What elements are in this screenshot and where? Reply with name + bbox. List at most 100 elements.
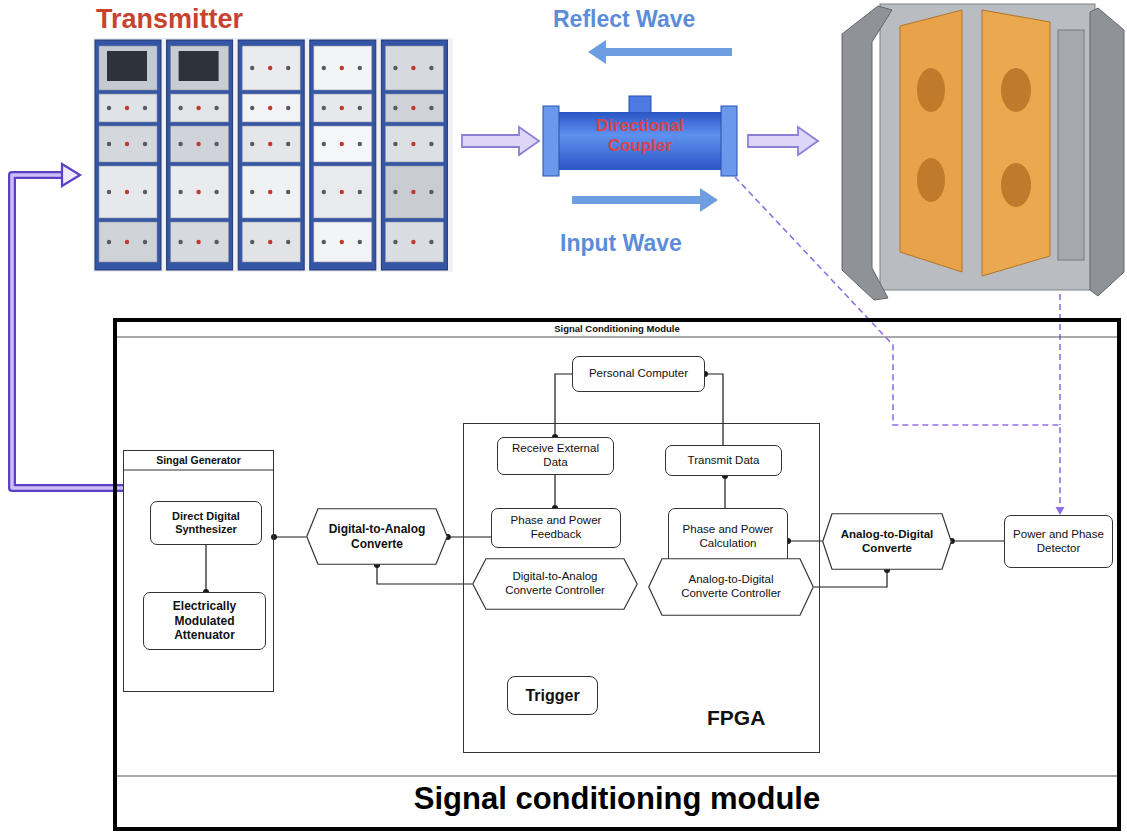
node-label: Direct Digital Synthesizer bbox=[156, 510, 256, 536]
flow-line bbox=[205, 545, 206, 592]
hexagon-shape bbox=[307, 509, 448, 565]
rack-knob bbox=[358, 106, 362, 110]
rack-unit bbox=[314, 46, 372, 90]
process-box: Phase and Power Calculation bbox=[668, 508, 788, 565]
module-header-rule bbox=[117, 337, 1117, 338]
rack-knob bbox=[250, 142, 254, 146]
rack-knob bbox=[125, 190, 129, 194]
hexagon-shape bbox=[823, 514, 952, 570]
antenna-port bbox=[917, 68, 945, 112]
node-label: Phase and Power Feedback bbox=[497, 514, 615, 542]
rack-knob bbox=[286, 240, 290, 244]
rack-frame bbox=[310, 40, 376, 270]
rack-knob bbox=[340, 142, 344, 146]
rack-unit bbox=[314, 126, 372, 162]
rack-knob bbox=[196, 106, 200, 110]
process-box: Trigger bbox=[507, 676, 598, 715]
rack-knob bbox=[268, 190, 272, 194]
rack-unit bbox=[99, 166, 157, 218]
rack-knob bbox=[393, 190, 397, 194]
antenna-frame bbox=[880, 4, 1095, 290]
rack-knob bbox=[178, 106, 182, 110]
rack-unit bbox=[314, 222, 372, 262]
component-label: Directional Coupler bbox=[583, 116, 697, 157]
rack-knob bbox=[107, 240, 111, 244]
connector bbox=[814, 567, 890, 587]
rack-knob bbox=[250, 190, 254, 194]
hexagon-shape bbox=[649, 559, 814, 616]
rack-frame bbox=[167, 40, 233, 270]
connector bbox=[12, 164, 123, 488]
rack-unit bbox=[385, 126, 443, 162]
module-title: Signal Conditioning Module bbox=[117, 323, 1117, 334]
rack-frame bbox=[238, 40, 304, 270]
rack-knob bbox=[322, 66, 326, 70]
node-label: Receive External Data bbox=[503, 442, 608, 470]
rack-knob bbox=[393, 142, 397, 146]
rack-knob bbox=[322, 106, 326, 110]
wave-label: Input Wave bbox=[560, 230, 682, 257]
flow-line bbox=[448, 536, 491, 537]
rack-knob bbox=[411, 66, 415, 70]
connector bbox=[722, 473, 728, 508]
node-label: Digital-to-Analog Converte bbox=[322, 522, 432, 551]
rack-knob bbox=[143, 142, 147, 146]
antenna-port bbox=[1001, 163, 1031, 207]
rack-knob bbox=[322, 190, 326, 194]
connector bbox=[949, 538, 1004, 544]
rack-knob bbox=[107, 142, 111, 146]
rack-knob bbox=[411, 142, 415, 146]
connector bbox=[203, 545, 209, 595]
flow-line bbox=[555, 374, 572, 437]
component-heading: Transmitter bbox=[96, 3, 243, 35]
rack-knob bbox=[125, 106, 129, 110]
rack-knob bbox=[393, 240, 397, 244]
rack-knob bbox=[107, 190, 111, 194]
connector bbox=[735, 177, 1065, 515]
flow-line bbox=[377, 565, 472, 584]
coupler-port bbox=[629, 96, 651, 114]
antenna-port bbox=[1001, 68, 1031, 112]
process-box: Electrically Modulated Attenuator bbox=[143, 592, 266, 650]
rack-knob bbox=[286, 142, 290, 146]
rack-knob bbox=[429, 66, 433, 70]
antenna-illustration bbox=[842, 4, 1124, 300]
rack-unit bbox=[171, 46, 229, 90]
reflect-arrow-shaft bbox=[604, 48, 732, 56]
rack-unit bbox=[242, 94, 300, 122]
rack-knob bbox=[358, 190, 362, 194]
rack-knob bbox=[411, 190, 415, 194]
process-box: Personal Computer bbox=[572, 356, 705, 392]
transmitter-racks bbox=[95, 40, 447, 270]
rack-unit bbox=[385, 222, 443, 262]
rack-knob bbox=[178, 240, 182, 244]
flow-line bbox=[724, 476, 725, 508]
rack-knob bbox=[196, 240, 200, 244]
connector bbox=[552, 475, 558, 511]
rack-unit bbox=[171, 126, 229, 162]
rack-knob bbox=[393, 106, 397, 110]
rack-knob bbox=[358, 66, 362, 70]
arrow-dot bbox=[271, 534, 277, 540]
transmitter-photo: Transmitter bbox=[80, 0, 458, 274]
flow-line bbox=[274, 536, 306, 537]
process-box: Direct Digital Synthesizer bbox=[150, 501, 262, 545]
directional-coupler: Directional Coupler bbox=[543, 103, 737, 177]
process-box: Power and Phase Detector bbox=[1004, 515, 1113, 568]
process-box: Receive External Data bbox=[497, 437, 614, 475]
arrow-head bbox=[1056, 507, 1065, 515]
node-label: Transmit Data bbox=[688, 454, 760, 468]
rack-knob bbox=[393, 66, 397, 70]
connector bbox=[785, 538, 822, 544]
rack-knob bbox=[340, 106, 344, 110]
hexagon-shape bbox=[473, 559, 638, 610]
antenna-rim bbox=[1090, 8, 1124, 296]
generator-frame: Singal GeneratorDirect Digital Synthesiz… bbox=[123, 450, 274, 692]
rack-knob bbox=[250, 106, 254, 110]
rack-knob bbox=[214, 106, 218, 110]
rack-unit bbox=[99, 46, 157, 90]
rack-unit bbox=[171, 166, 229, 218]
rack-knob bbox=[286, 190, 290, 194]
rack-knob bbox=[429, 142, 433, 146]
